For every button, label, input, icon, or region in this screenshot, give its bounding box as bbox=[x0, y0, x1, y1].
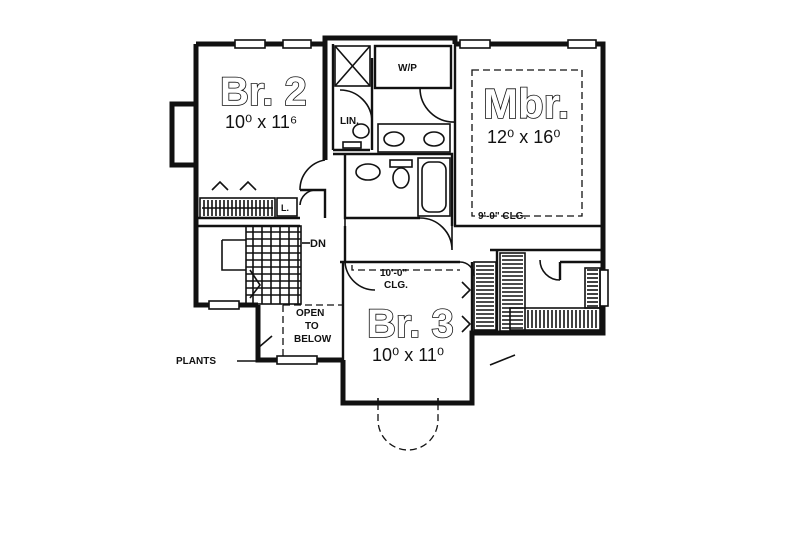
room-name-br3: Br. 3 bbox=[367, 302, 454, 346]
closet-br2 bbox=[199, 180, 276, 219]
plants-label: PLANTS bbox=[176, 356, 216, 367]
open-to-below-line3: BELOW bbox=[294, 334, 332, 345]
bath-fixtures bbox=[334, 45, 451, 217]
br3-ceiling-line1: 10'-0" bbox=[380, 268, 407, 279]
room-dim-br3: 10⁰ x 11⁰ bbox=[372, 345, 444, 365]
bay-window-br3 bbox=[377, 398, 439, 451]
mbr-ceiling-outline bbox=[471, 69, 583, 217]
room-name-mbr: Mbr. bbox=[483, 80, 569, 127]
room-dim-br2: 10⁰ x 11⁶ bbox=[225, 112, 297, 132]
wp-label: W/P bbox=[398, 63, 417, 74]
room-dim-mbr: 12⁰ x 16⁰ bbox=[487, 127, 560, 147]
stair-down-label: DN bbox=[310, 238, 326, 250]
linen-closet-small bbox=[276, 197, 298, 217]
open-to-below-area bbox=[257, 304, 343, 360]
door-swings bbox=[299, 87, 561, 366]
stairs bbox=[221, 225, 310, 305]
linen-small-label: L. bbox=[281, 203, 289, 213]
closet-mbr bbox=[499, 252, 601, 332]
closet-br3 bbox=[461, 261, 497, 333]
br3-ceiling-outline bbox=[351, 265, 460, 271]
room-name-br2: Br. 2 bbox=[220, 70, 307, 114]
open-to-below-line2: TO bbox=[305, 321, 319, 332]
mbr-ceiling-label: 9'-0" CLG. bbox=[478, 211, 526, 222]
linen-label: LIN. bbox=[340, 116, 359, 127]
br3-ceiling-line2: CLG. bbox=[384, 280, 408, 291]
open-to-below-line1: OPEN bbox=[296, 308, 324, 319]
